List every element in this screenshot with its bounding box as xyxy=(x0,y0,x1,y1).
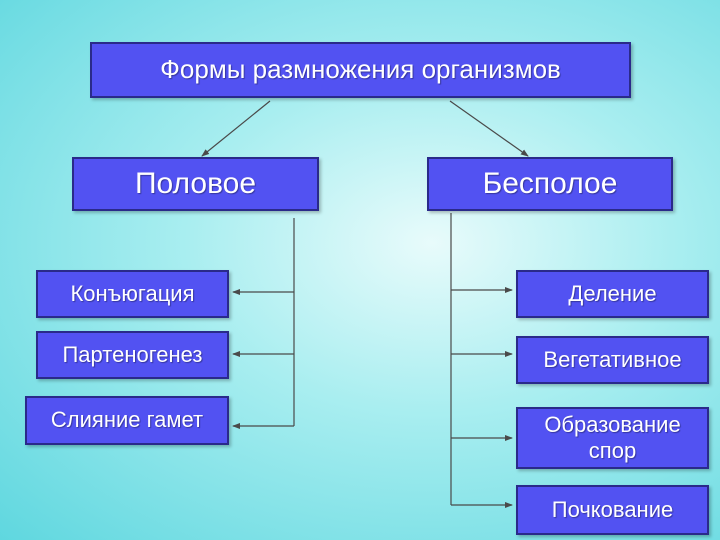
category-sexual: Половое xyxy=(72,157,319,211)
arrow-title-to-sexual xyxy=(201,100,271,157)
category-asexual: Бесполое xyxy=(427,157,673,211)
asexual-item-vegetative: Вегетативное xyxy=(516,336,709,384)
asexual-item-division: Деление xyxy=(516,270,709,318)
asexual-item-spore-formation: Образование спор xyxy=(516,407,709,469)
sexual-item-conjugation: Конъюгация xyxy=(36,270,229,318)
sexual-item-parthenogenesis: Партеногенез xyxy=(36,331,229,379)
arrow-title-to-asexual xyxy=(449,100,529,157)
sexual-item-gamete-fusion: Слияние гамет xyxy=(25,396,229,445)
diagram-title: Формы размножения организмов xyxy=(90,42,631,98)
asexual-item-budding: Почкование xyxy=(516,485,709,535)
